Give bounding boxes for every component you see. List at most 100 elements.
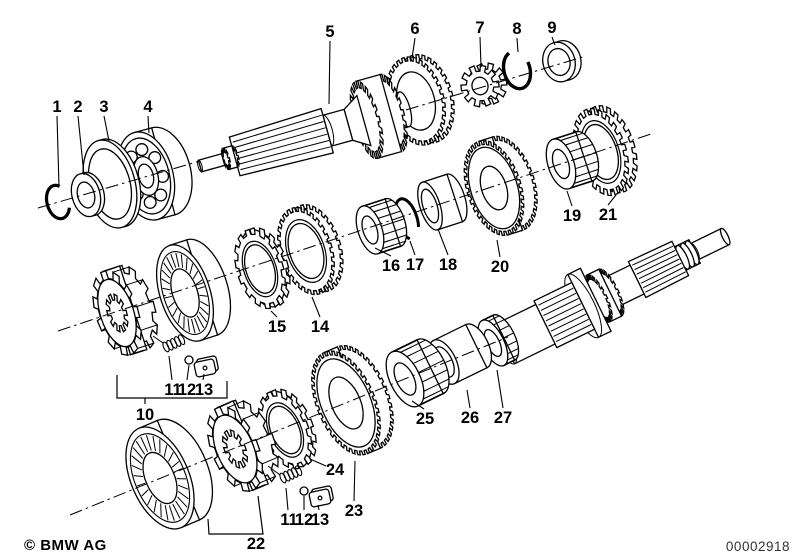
synchro-ring-14 xyxy=(277,203,344,296)
leader-line xyxy=(270,310,278,318)
leader-line xyxy=(496,369,504,409)
part-callout-2-1: 2 xyxy=(73,98,85,176)
tapered-bearing-7 xyxy=(460,62,508,108)
synchro-ring-24 xyxy=(257,388,317,470)
part-number-label: 10 xyxy=(136,406,154,424)
part-number-label: 18 xyxy=(439,256,457,274)
leader-line xyxy=(437,228,449,256)
part-callout-12-11: 12 xyxy=(178,364,196,399)
part-callout-12-28: 12 xyxy=(295,496,313,529)
leader-line xyxy=(566,190,573,207)
detail-line xyxy=(267,465,281,476)
ball-12b xyxy=(299,486,309,496)
part-callout-16-15: 16 xyxy=(374,247,400,275)
part-callout-9-8: 9 xyxy=(547,19,557,46)
spring-washer-2 xyxy=(70,171,106,218)
part-callout-1-0: 1 xyxy=(52,98,62,188)
center-line-4 xyxy=(69,336,509,516)
leader-line xyxy=(202,373,205,381)
leader-line xyxy=(285,487,289,511)
spring-11a xyxy=(162,334,186,353)
leader-line xyxy=(147,115,150,134)
leader-line xyxy=(56,115,60,188)
part-callout-10-9: 10 xyxy=(136,406,154,424)
part-number-label: 15 xyxy=(268,318,286,336)
center-line-3 xyxy=(57,132,655,332)
leader-line xyxy=(551,36,556,46)
needle-cage-16 xyxy=(355,197,408,255)
snap-ring-8 xyxy=(501,51,533,91)
part-number-label: 19 xyxy=(563,207,581,225)
output-shaft xyxy=(492,227,731,365)
leader-line xyxy=(77,115,85,176)
part-number-label: 7 xyxy=(475,19,484,37)
part-callout-27-26: 27 xyxy=(494,369,512,427)
part-number-label: 26 xyxy=(461,409,479,427)
copyright-text: © BMW AG xyxy=(24,537,107,554)
part-number-label: 23 xyxy=(345,502,363,520)
part-number-label: 25 xyxy=(416,410,434,428)
part-number-label: 11 xyxy=(280,511,297,529)
part-number-label: 6 xyxy=(410,20,419,38)
part-number-label: 2 xyxy=(73,98,82,116)
part-number-label: 4 xyxy=(143,98,153,116)
center-line-2 xyxy=(405,55,587,111)
gear-hub-22 xyxy=(206,399,279,493)
part-callout-19-18: 19 xyxy=(563,190,581,225)
part-number-label: 11 xyxy=(164,381,181,399)
center-lines xyxy=(37,55,655,516)
part-number-label: 17 xyxy=(406,256,424,274)
part-number-label: 13 xyxy=(195,381,213,399)
part-callout-20-19: 20 xyxy=(491,239,509,276)
part-callout-18-17: 18 xyxy=(437,228,457,274)
part-callout-3-2: 3 xyxy=(99,98,110,142)
part-number-label: 20 xyxy=(491,258,509,276)
part-callout-22-21: 22 xyxy=(247,535,265,553)
part-callout-11-27: 11 xyxy=(280,487,298,529)
leader-line xyxy=(374,247,392,257)
leader-line xyxy=(411,400,425,410)
part-callout-23-22: 23 xyxy=(345,460,363,520)
part-callout-15-14: 15 xyxy=(268,310,286,336)
part-number-label: 9 xyxy=(547,19,556,37)
leader-line xyxy=(168,355,173,381)
part-callout-4-3: 4 xyxy=(143,98,153,134)
leader-line xyxy=(309,458,327,467)
group-bracket-3 xyxy=(207,495,264,535)
sliding-sleeve-10 xyxy=(155,238,232,342)
part-callout-21-20: 21 xyxy=(599,194,617,224)
part-number-label: 24 xyxy=(326,461,345,479)
part-number-label: 8 xyxy=(512,20,521,38)
part-number-label: 3 xyxy=(99,98,108,116)
part-callout-13-29: 13 xyxy=(311,504,329,529)
leader-line xyxy=(496,239,501,258)
part-callout-5-4: 5 xyxy=(325,23,335,105)
gear-3rd-20 xyxy=(463,135,538,236)
center-line-1 xyxy=(37,160,201,209)
leader-line xyxy=(317,504,320,511)
ball-12a xyxy=(184,355,194,365)
synchro-ring-15 xyxy=(234,227,291,310)
part-callout-14-13: 14 xyxy=(311,296,330,336)
leader-line xyxy=(311,296,321,318)
group-bracket-1 xyxy=(116,375,228,399)
leader-line xyxy=(103,115,110,142)
part-number-label: 21 xyxy=(599,206,617,224)
bushing-18 xyxy=(417,173,468,231)
part-callout-8-7: 8 xyxy=(512,20,522,53)
part-number-label: 1 xyxy=(52,98,61,116)
part-number-label: 22 xyxy=(247,535,265,553)
part-number-label: 13 xyxy=(311,511,329,529)
leader-line xyxy=(186,364,190,381)
input-shaft-5 xyxy=(197,73,413,177)
leader-line xyxy=(353,460,356,502)
image-number: 00002918 xyxy=(725,539,790,554)
spring-11b xyxy=(279,465,303,484)
part-callout-24-23: 24 xyxy=(309,458,345,479)
leader-line xyxy=(479,36,482,68)
leader-line xyxy=(466,389,471,409)
part-callout-25-24: 25 xyxy=(411,400,434,428)
part-callout-17-16: 17 xyxy=(406,240,424,274)
